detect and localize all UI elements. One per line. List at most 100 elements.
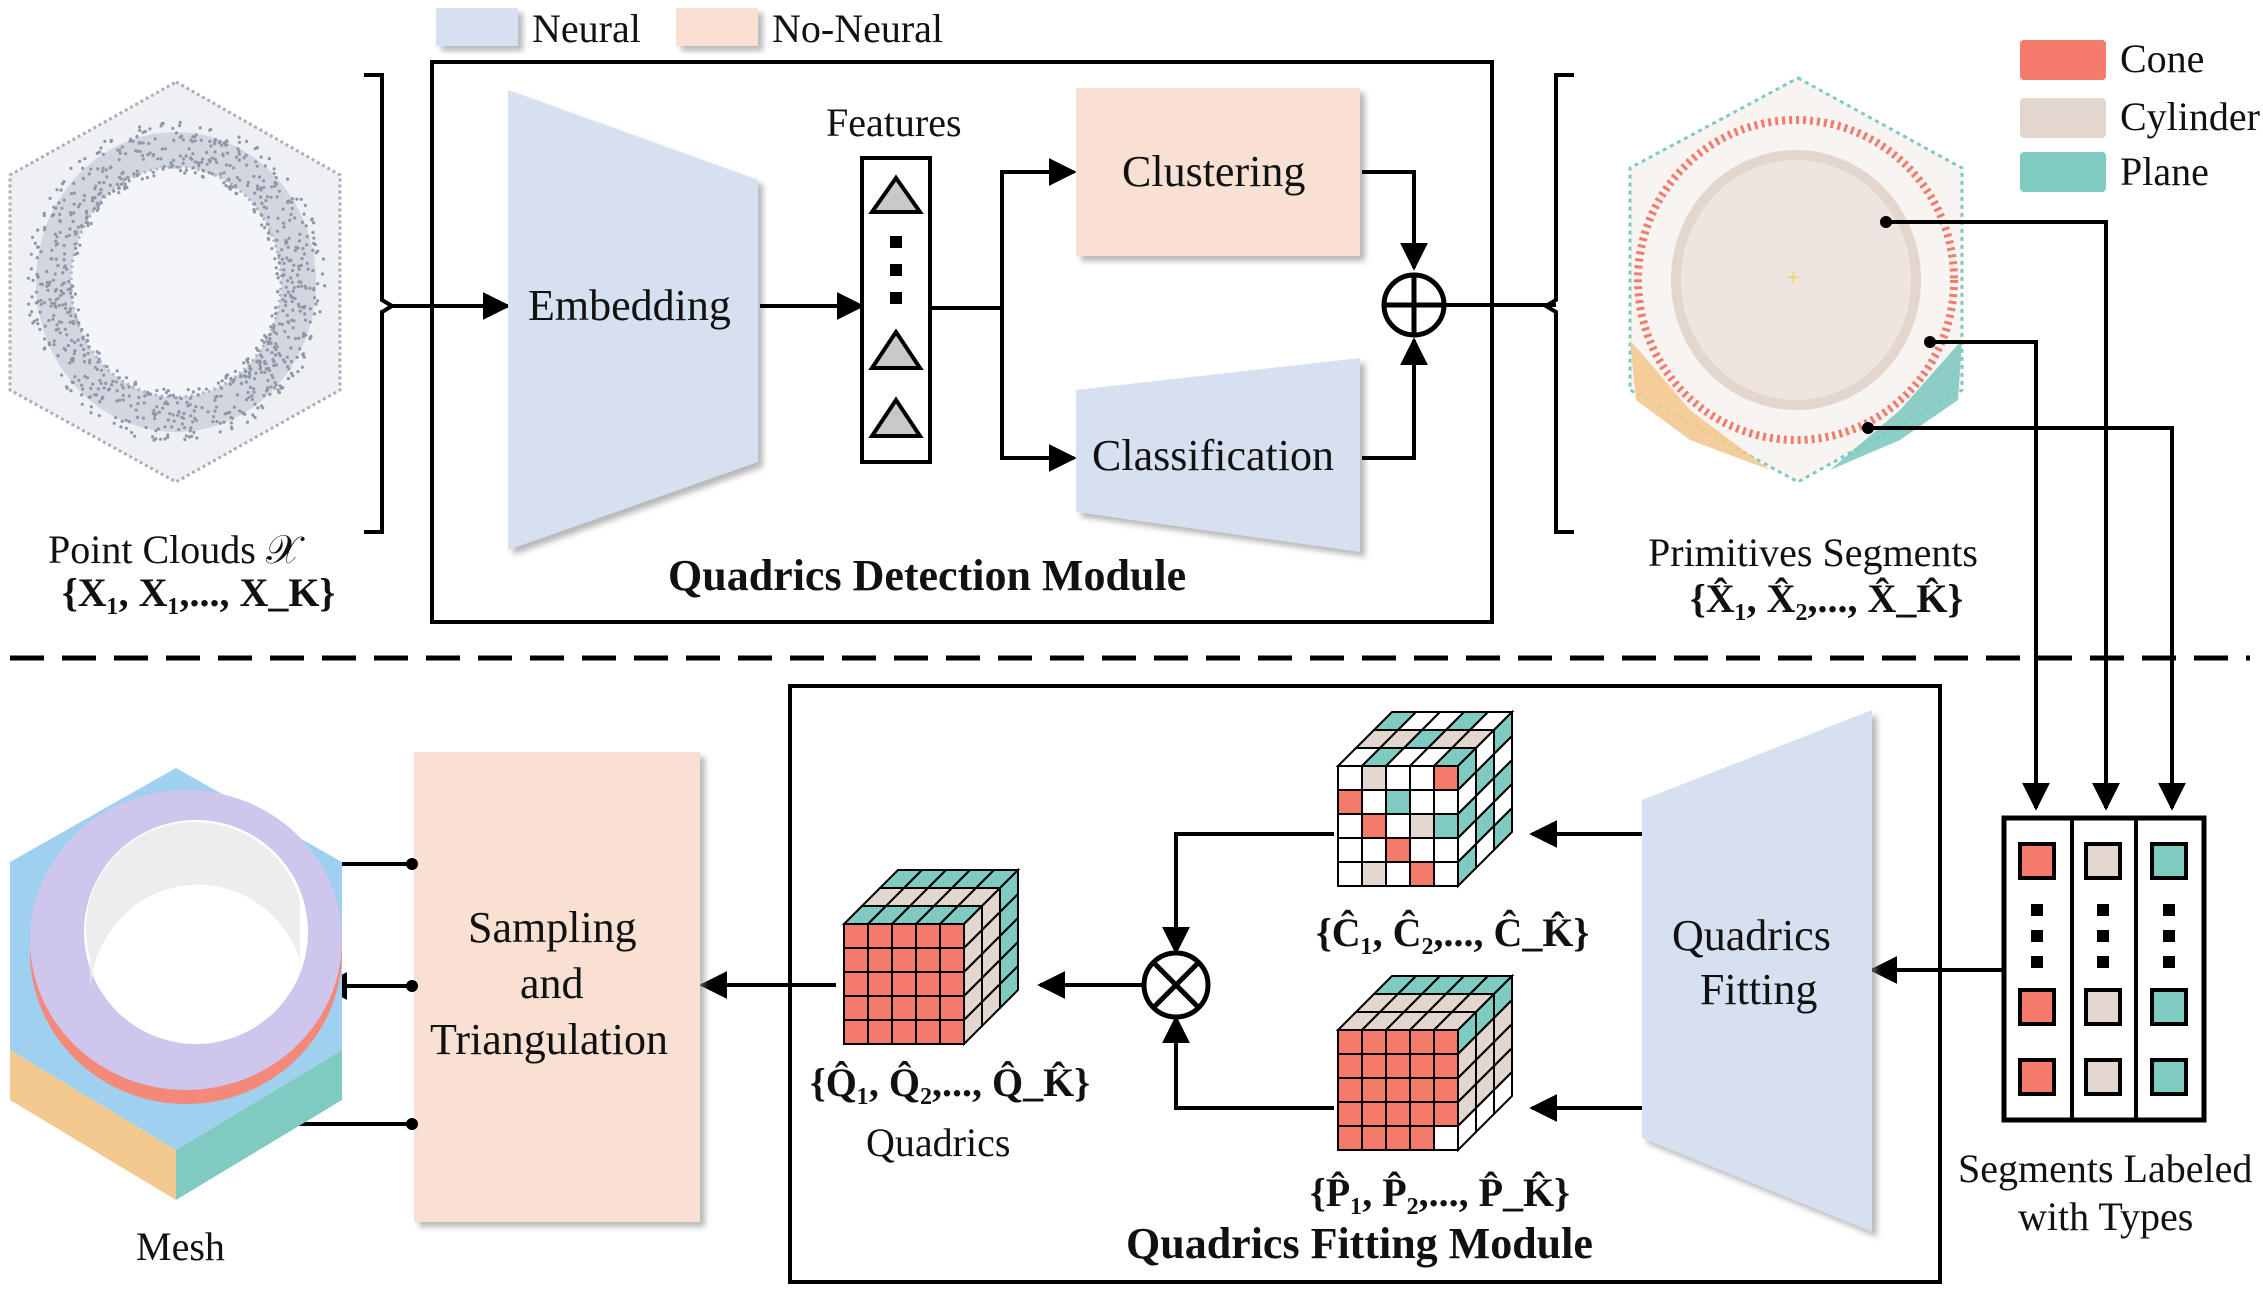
point bbox=[234, 191, 238, 195]
point bbox=[120, 145, 124, 149]
point bbox=[290, 280, 294, 284]
point bbox=[124, 426, 128, 430]
point bbox=[118, 151, 122, 155]
point bbox=[57, 303, 61, 308]
point bbox=[166, 402, 170, 406]
neural-legend-swatch bbox=[436, 8, 518, 46]
mesh-side-left bbox=[10, 1050, 176, 1200]
point bbox=[172, 419, 176, 423]
point bbox=[225, 139, 229, 143]
point bbox=[99, 187, 103, 192]
point bbox=[84, 221, 88, 225]
feature-triangle-3 bbox=[868, 396, 924, 438]
point bbox=[220, 386, 224, 390]
cube-front-cell bbox=[1337, 1053, 1363, 1079]
point bbox=[252, 377, 257, 381]
point bbox=[90, 196, 95, 200]
point bbox=[33, 241, 37, 245]
point bbox=[269, 325, 273, 329]
point bbox=[80, 393, 84, 397]
point bbox=[171, 393, 175, 397]
point bbox=[289, 212, 293, 217]
point bbox=[156, 157, 160, 161]
point bbox=[89, 386, 93, 391]
point bbox=[103, 139, 107, 143]
point bbox=[297, 267, 301, 271]
point bbox=[91, 199, 95, 203]
point bbox=[291, 326, 295, 330]
point bbox=[274, 312, 278, 316]
point bbox=[300, 305, 304, 309]
point bbox=[48, 298, 52, 302]
point bbox=[284, 238, 288, 243]
c-matrix-cube bbox=[1335, 709, 1515, 889]
point bbox=[286, 279, 290, 283]
point bbox=[292, 263, 296, 267]
point bbox=[297, 280, 301, 284]
point bbox=[102, 386, 106, 390]
point bbox=[119, 425, 123, 429]
point bbox=[62, 258, 66, 262]
point bbox=[63, 252, 67, 256]
point bbox=[127, 179, 131, 183]
product-operator bbox=[1141, 950, 1211, 1020]
point bbox=[188, 396, 192, 400]
left-brace bbox=[364, 73, 396, 534]
point bbox=[148, 392, 152, 396]
point bbox=[237, 152, 241, 156]
point bbox=[59, 188, 63, 192]
point bbox=[274, 363, 278, 367]
point bbox=[46, 288, 50, 292]
point bbox=[238, 178, 242, 182]
point bbox=[275, 345, 279, 349]
point bbox=[69, 286, 73, 290]
point bbox=[286, 245, 290, 249]
point bbox=[244, 153, 248, 157]
point bbox=[273, 257, 277, 261]
quadrics-set: {Q̂₁, Q̂₂,..., Q̂_K̂} bbox=[810, 1060, 1090, 1105]
point bbox=[60, 283, 64, 287]
point bbox=[102, 181, 106, 185]
point bbox=[282, 261, 286, 265]
point bbox=[248, 372, 252, 376]
point bbox=[152, 174, 156, 178]
point bbox=[224, 376, 228, 380]
point bbox=[265, 195, 269, 199]
point bbox=[127, 394, 131, 398]
point bbox=[274, 342, 278, 346]
point bbox=[215, 419, 219, 424]
point bbox=[280, 322, 284, 326]
point bbox=[120, 383, 124, 387]
point bbox=[201, 175, 205, 179]
point bbox=[67, 233, 71, 238]
point bbox=[297, 336, 301, 340]
point bbox=[151, 411, 155, 415]
point bbox=[255, 360, 259, 364]
point bbox=[227, 185, 231, 189]
point bbox=[286, 377, 290, 381]
cube-front-cell bbox=[1361, 837, 1387, 863]
non-neural-legend-swatch bbox=[676, 8, 758, 46]
cube-front-cell bbox=[1433, 789, 1459, 815]
point bbox=[273, 386, 277, 390]
point bbox=[287, 236, 291, 240]
point bbox=[34, 290, 39, 294]
point bbox=[269, 341, 273, 345]
cube-front-cell bbox=[1385, 765, 1411, 791]
cube-front-cell bbox=[867, 947, 893, 973]
point bbox=[252, 174, 256, 179]
point bbox=[213, 150, 217, 154]
point bbox=[138, 149, 142, 153]
point bbox=[60, 206, 64, 210]
point bbox=[76, 308, 80, 312]
cube-front-cell bbox=[1409, 837, 1435, 863]
feature-dot-3 bbox=[890, 292, 902, 304]
point bbox=[39, 250, 43, 254]
point bbox=[274, 347, 278, 351]
point bbox=[101, 152, 105, 156]
point bbox=[252, 202, 257, 206]
point bbox=[269, 195, 273, 199]
point bbox=[68, 211, 73, 215]
point bbox=[159, 157, 163, 161]
point bbox=[171, 413, 175, 417]
